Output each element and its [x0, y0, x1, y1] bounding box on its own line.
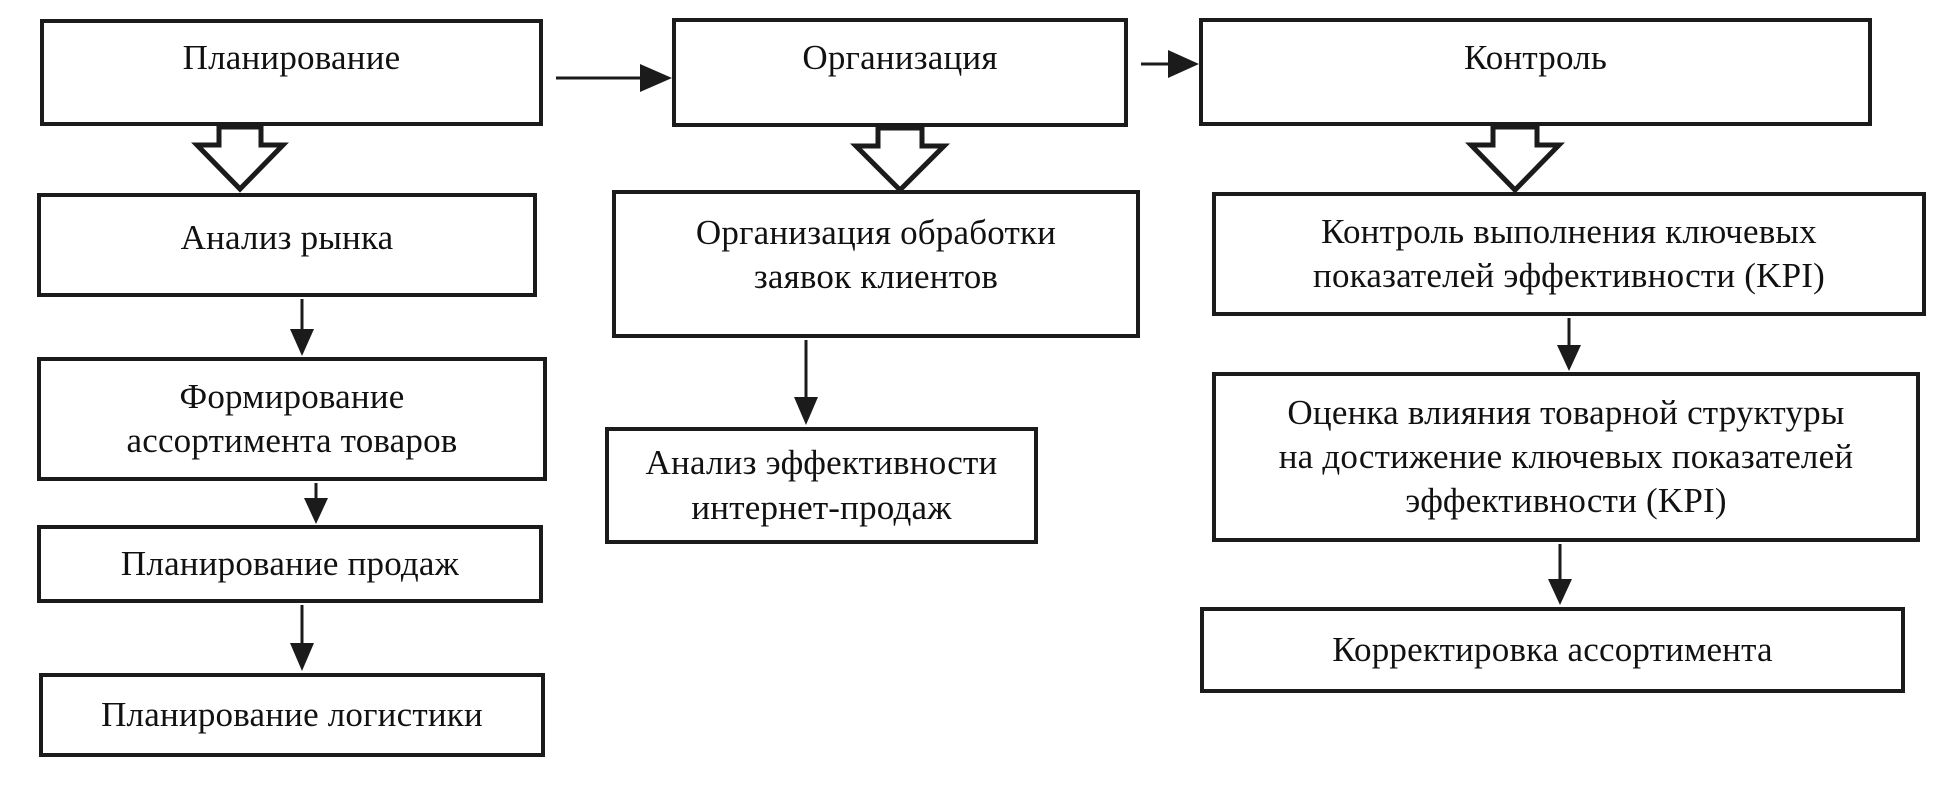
arrow-assessment-to-adjustment — [1548, 544, 1572, 605]
node-header-planning: Планирование — [40, 19, 543, 126]
node-sales-planning: Планирование продаж — [37, 525, 543, 603]
node-product-structure-impact-assessment: Оценка влияния товарной структуры на дос… — [1212, 372, 1920, 542]
node-client-requests-processing: Организация обработки заявок клиентов — [612, 190, 1140, 338]
node-market-analysis: Анализ рынка — [37, 193, 537, 297]
node-kpi-monitoring: Контроль выполнения ключевых показателей… — [1212, 192, 1926, 316]
arrow-planning-to-organization — [556, 64, 672, 92]
node-header-organization: Организация — [672, 18, 1128, 127]
arrow-requests-to-efficiency-analysis — [794, 340, 818, 425]
block-arrow-organization-down — [849, 125, 951, 194]
arrow-sales-planning-to-logistics — [290, 605, 314, 671]
arrow-kpi-monitoring-to-assessment — [1557, 318, 1581, 371]
arrow-assortment-to-sales-planning — [304, 483, 328, 524]
block-arrow-planning-down — [191, 124, 289, 193]
arrow-organization-to-control — [1141, 50, 1199, 78]
block-arrow-control-down — [1465, 124, 1565, 194]
node-assortment-formation: Формирование ассортимента товаров — [37, 357, 547, 481]
node-online-sales-efficiency-analysis: Анализ эффективности интернет-продаж — [605, 427, 1038, 544]
node-assortment-adjustment: Корректировка ассортимента — [1200, 607, 1905, 693]
node-header-control: Контроль — [1199, 18, 1872, 126]
arrow-market-analysis-to-assortment — [290, 299, 314, 356]
node-logistics-planning: Планирование логистики — [39, 673, 545, 757]
